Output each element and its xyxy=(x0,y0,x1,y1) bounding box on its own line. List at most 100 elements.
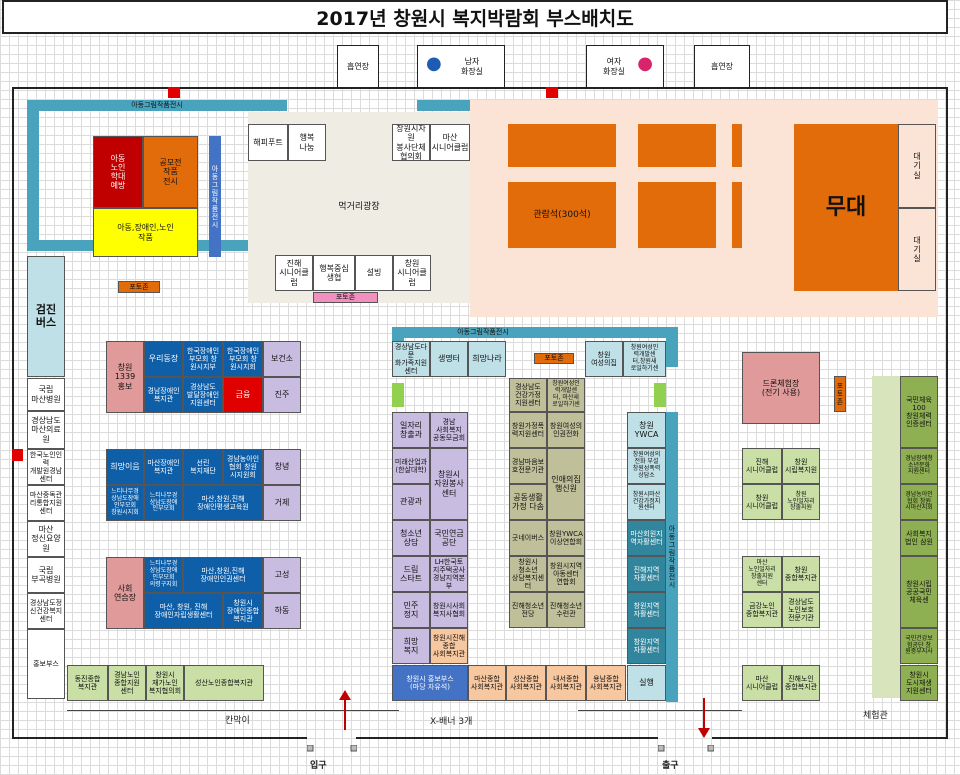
booth-drone: 드론체험장 (전기 사용) xyxy=(742,352,820,424)
booth-changwon-violence-label: 창원가정폭 력지원센터 xyxy=(511,421,545,438)
smoking-area-left-label: 흡연장 xyxy=(346,61,370,71)
booth-changwon-comp-2: 창원시진해 종합 사회복지관 xyxy=(430,628,468,664)
booth-life-label: 생명터 xyxy=(437,354,461,364)
booth-hope-nara: 희망나라 xyxy=(468,341,506,377)
men-restroom: ● 남자 화장실 xyxy=(417,45,505,88)
booth-changwon-women-phone: 창원여성의 전화 부설 창원성폭력 상담소 xyxy=(627,448,666,484)
booth-future-industry: 미래산업과 (한살대학) xyxy=(392,448,430,484)
booth-national-pension-label: 국민연금 공단 xyxy=(434,528,464,547)
entrance-marker-right xyxy=(546,87,558,98)
booth-ywca-union: 창원YWCA 이상연합회 xyxy=(547,520,585,556)
corridor-top-left: 아동그림작품전시 xyxy=(27,100,287,111)
booth-health-bus-label: 검진 버스 xyxy=(35,302,57,329)
corridor-center-right-down xyxy=(666,327,678,367)
booth-korea-disabled-1-label: 한국장애인 부모회 창 원시지부 xyxy=(186,346,220,372)
booth-masan-disabled: 마산장애인 복지관 xyxy=(144,449,183,485)
booth-finance-label: 금융 xyxy=(235,390,251,400)
booth-sun-welfare-label: 선린 복지재단 xyxy=(190,458,216,475)
booth-inae-label: 인애의집 행신원 xyxy=(551,474,581,493)
entrance-label: 입구 xyxy=(310,761,327,771)
booth-changwon-senior-3: 창원 시니어클럽 xyxy=(742,484,782,520)
booth-group-home-label: 공동생활 가정 다솜 xyxy=(512,492,544,511)
booth-gyeongnam-mind: 경남마음보 호전문기관 xyxy=(509,448,547,484)
booth-masan-elder-jobs-label: 마산 노인일자리 창출지원 센터 xyxy=(748,559,776,587)
booth-yongnam-comp-label: 용남종합 사회복지관 xyxy=(589,674,623,691)
booth-changwon-comp-elder: 창원 종합복지관 xyxy=(782,556,820,592)
booth-sun-welfare: 선린 복지재단 xyxy=(183,449,223,485)
booth-hope-nara-label: 희망나라 xyxy=(472,354,502,364)
seat-block-5 xyxy=(638,182,716,248)
women-restroom-label: 여자 화장실 xyxy=(602,57,626,76)
booth-gyeongnam-assoc-label: 경남농아인 협회 창원 시지원회 xyxy=(226,454,260,480)
booth-goseong: 고성 xyxy=(263,557,301,593)
booth-changwon-city-welfare: 창원 시립복지원 xyxy=(782,448,820,484)
booth-hadong: 하동 xyxy=(263,593,301,629)
booth-jinhae-youth-training: 진해청소년 수련관 xyxy=(547,592,585,628)
booth-hadong-label: 하동 xyxy=(274,606,290,616)
photo-zone-food: 포토존 xyxy=(313,292,378,303)
booth-gyeongnam-multi-label: 경상남도다문 화가족지원 센터 xyxy=(394,342,428,376)
photo-zone-center: 포토존 xyxy=(534,353,574,364)
booth-masan-self-support: 마산회원지 역자활센터 xyxy=(627,520,666,556)
corridor-center-top-label: 아동그림작품전시 xyxy=(457,328,509,337)
booth-changwon-women-home: 창원 여성의집 xyxy=(585,341,623,377)
exhibit-contest-label: 공모전 작품 전시 xyxy=(159,158,182,186)
booth-changwon-rights: 창원여성의 인권전화 xyxy=(547,412,585,448)
door-icon-entrance xyxy=(307,745,357,752)
stage-label: 무대 xyxy=(825,194,867,220)
booth-seongsan-elder-label: 성산노인종합복지관 xyxy=(195,678,253,687)
booth-gyeongnam-assoc: 경남농아인 협회 창원 시지원회 xyxy=(223,449,263,485)
booth-hope-welfare: 희망 복지 xyxy=(392,628,430,664)
seat-block-3 xyxy=(732,124,742,167)
waiting-room-1: 대 기 실 xyxy=(898,124,936,208)
booth-korea-disabled-1: 한국장애인 부모회 창 원시지부 xyxy=(183,341,223,377)
exhibit-art: 아동,장애인,노인 작품 xyxy=(93,208,198,257)
booth-changwon-pr-label: 창원시 홍보부스 (마당 자유석) xyxy=(406,674,454,691)
booth-national-health-insurance-label: 국민건강보 험공단 창 원중부지사 xyxy=(905,634,933,656)
smoking-area-left: 흡연장 xyxy=(337,45,379,88)
booth-changwon-women-dev: 창원여성인 력개발센 터,창원새 로일하기센 xyxy=(623,341,666,377)
booth-geoje-label: 거제 xyxy=(274,498,290,508)
exhibit-child-elderly-label: 아동 노인 학대 예방 xyxy=(110,153,126,191)
booth-tourism-label: 관광과 xyxy=(399,497,423,507)
exit-arrow-icon xyxy=(698,698,710,738)
booth-hope: 희망이음 xyxy=(106,449,144,485)
booth-job-creation: 일자리 창출과 xyxy=(392,412,430,448)
booth-happy-center-label: 행복중심 생협 xyxy=(319,263,349,282)
booth-changwon-women-phone-label: 창원여성의 전화 부설 창원성폭력 상담소 xyxy=(632,451,661,479)
booth-youth-counsel: 청소년 상담 xyxy=(392,520,430,556)
booth-changwon-sports: 창원시립 공공국민 체육센 xyxy=(900,556,938,628)
booth-masan-disabled-label: 마산장애인 복지관 xyxy=(147,458,180,475)
experience-label: 체험관 xyxy=(863,711,888,721)
corridor-right-vertical-label: 아동그림작품전시 xyxy=(668,525,677,589)
waiting-room-1-label: 대 기 실 xyxy=(913,152,921,180)
booth-masan-senior-label: 마산 시니어클럽 xyxy=(431,133,469,152)
booth-changwon-ywca: 창원 YWCA xyxy=(627,412,666,448)
booth-masan-comp: 마산종합 사회복지관 xyxy=(468,665,506,701)
booth-dream-start-label: 드림 스타트 xyxy=(399,564,423,583)
booth-national-100-label: 국민체육 100 창원체력 인증센터 xyxy=(906,395,932,429)
seats-label: 관람석(300석) xyxy=(533,209,591,220)
booth-national-health-insurance: 국민건강보 험공단 창 원중부지사 xyxy=(900,628,938,664)
booth-changwon-violence: 창원가정폭 력지원센터 xyxy=(509,412,547,448)
corridor-left-vertical xyxy=(27,100,39,240)
booth-umun: 우리동장 xyxy=(144,341,183,377)
booth-women-center-label: 창원여성인 력개발센 터, 마산새 로일하기센 xyxy=(552,380,580,408)
door-icon-exit xyxy=(658,745,714,752)
booth-changwon-child-center: 창원시지역 아동센터 연합회 xyxy=(547,556,585,592)
booth-geumgang-elder-label: 금강노인 종합복지관 xyxy=(745,601,779,618)
booth-jinhae-senior-2-label: 진해 시니어클럽 xyxy=(745,457,779,474)
booth-national-bugok: 국립 부곡병원 xyxy=(27,557,65,593)
booth-geumgang-elder: 금강노인 종합복지관 xyxy=(742,592,782,628)
booth-changwon-home-care: 창원시 재가노인 복지협의회 xyxy=(146,665,184,701)
corridor-left-exhibit-label: 아동그림작품전시 xyxy=(211,164,220,229)
seat-block-4: 관람석(300석) xyxy=(508,182,616,248)
booth-nutinamu-2-label: 느티나무경 상남도장애 인부모회 xyxy=(149,491,178,513)
booth-changnyeong-label: 창녕 xyxy=(274,462,290,472)
booth-health-center-label: 보건소 xyxy=(270,354,294,364)
booth-nutinamu-1-label: 느티나무경 상남도장애 인부모회 창원시지회 xyxy=(111,488,139,516)
hall-wall-bottom-mid xyxy=(356,737,658,739)
booth-gyeongnam-family-label: 경상남도 건강가정 지원센터 xyxy=(515,382,541,408)
booth-changwon-child-center-label: 창원시지역 아동센터 연합회 xyxy=(549,561,583,587)
booth-nutinamu-1: 느티나무경 상남도장애 인부모회 창원시지회 xyxy=(106,485,144,521)
